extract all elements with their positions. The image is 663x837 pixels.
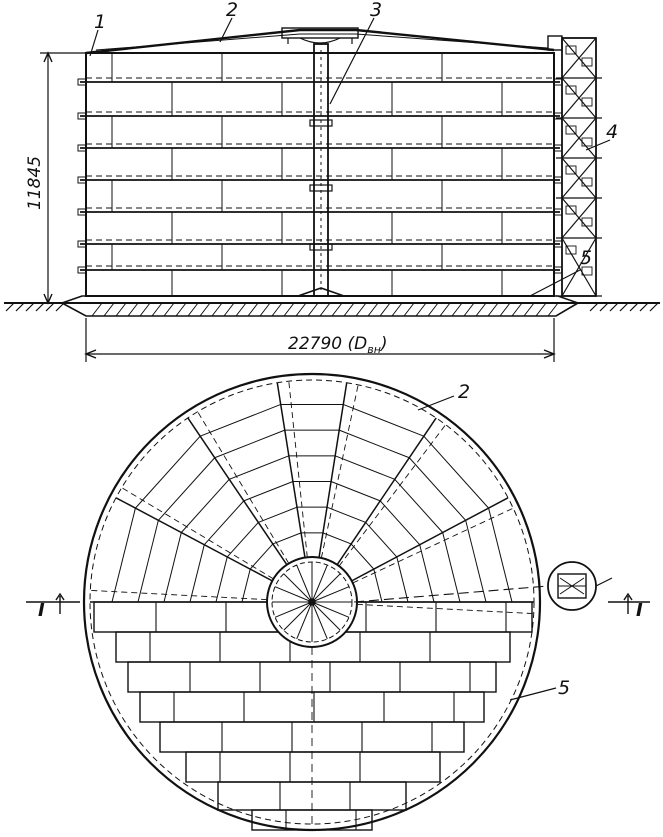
roof-hatch [281,27,359,39]
diameter-close: ) [379,334,388,354]
svg-text:22790 (Dвн): 22790 (Dвн) [288,334,388,356]
diameter-dimension-text: 22790 (Dвн) [288,334,388,356]
tank-shell [85,52,555,297]
label-roof: 1 [94,11,106,33]
leader-lines [89,17,611,297]
foundation-pad [60,295,580,317]
height-dimension-text: 11845 [25,156,45,210]
height-dimension [40,51,88,305]
center-dome [266,556,358,648]
label-roof-top: 2 [226,0,238,21]
roof-panels [90,381,534,615]
diameter-value: 22790 (D [288,334,367,354]
label-bottom-plan: 5 [558,677,570,699]
roof-truss [95,33,549,51]
label-roof-plan: 2 [458,381,470,403]
section-label-left: I [38,600,45,621]
roof-line [85,28,555,55]
labels: 1 2 3 4 5 2 5 [94,0,618,699]
stair-tower [547,35,602,297]
plan-view [26,372,650,832]
center-column [297,43,345,297]
shell-courses [77,53,563,296]
stair-plan [547,561,613,611]
ground-hatch [5,302,659,312]
diameter-dimension [84,318,556,362]
label-column: 3 [370,0,382,21]
label-stair: 4 [606,121,618,143]
label-bottom: 5 [580,247,592,269]
diameter-subscript: вн [367,343,381,356]
section-line [26,585,650,614]
section-labels: I I [38,600,643,621]
section-label-right: I [636,600,643,621]
elevation-view [4,17,660,362]
